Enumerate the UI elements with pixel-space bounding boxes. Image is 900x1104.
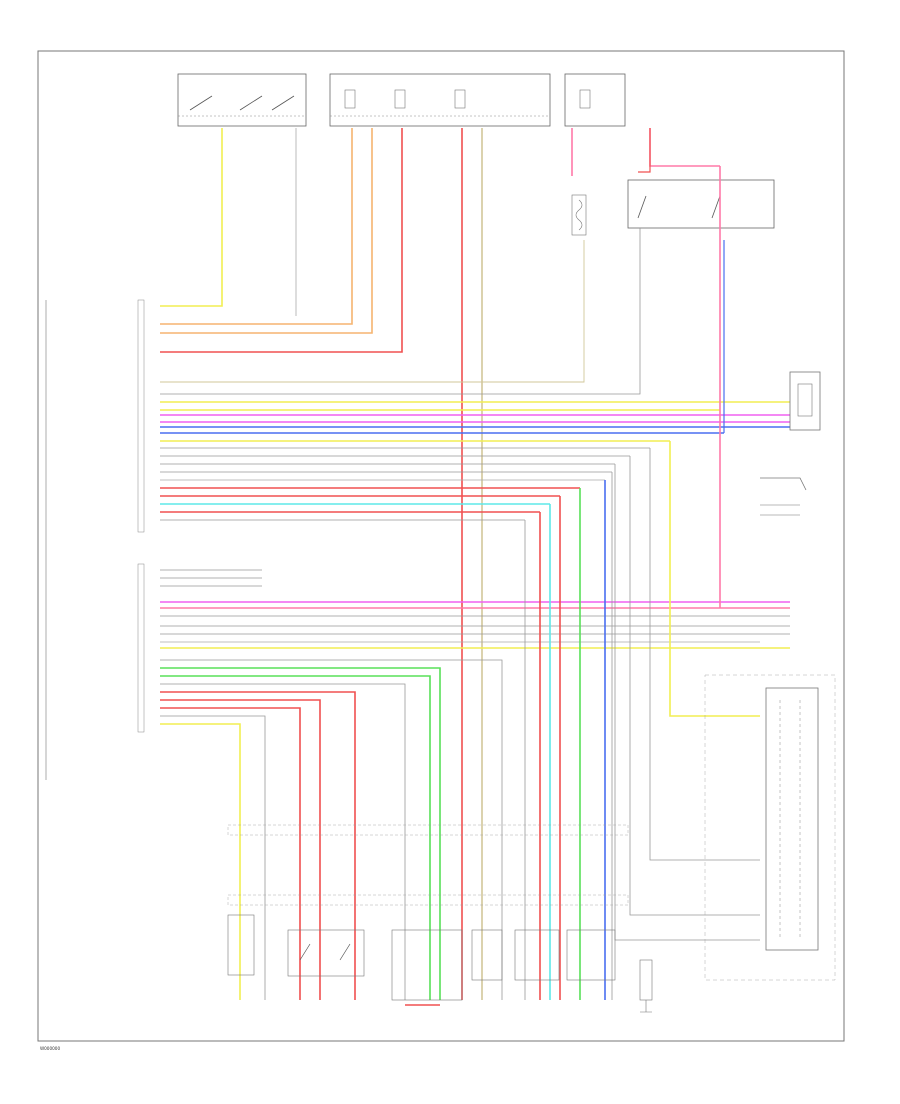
transmission-fluid-temp-sensor (227, 914, 255, 976)
bottom-inline-connectors (227, 824, 629, 906)
ignition-switch-block (177, 73, 307, 127)
instrument-panel-fuse-block (564, 73, 626, 127)
trans-pressure-switch (514, 929, 560, 981)
input-speed-sensor (566, 929, 616, 981)
stoplamp-relay (571, 194, 587, 236)
pcm-connector-c1 (137, 299, 145, 533)
pcm-connector-c2 (137, 563, 145, 733)
harness-wires (160, 128, 790, 1000)
diagram-code: W000000 (40, 1046, 60, 1051)
tcc-solenoid (287, 929, 365, 977)
pressure-control-solenoid (471, 929, 503, 981)
brake-switch-component (789, 371, 821, 431)
shift-solenoids (391, 929, 463, 1006)
transmission-range-switch (704, 674, 836, 981)
vehicle-speed-sensor-component (760, 477, 807, 516)
stoplamp-switch-block (627, 179, 775, 229)
diagram-frame (37, 50, 845, 1042)
pcm-ground-component (639, 959, 653, 1013)
underhood-fuse-block (329, 73, 551, 127)
